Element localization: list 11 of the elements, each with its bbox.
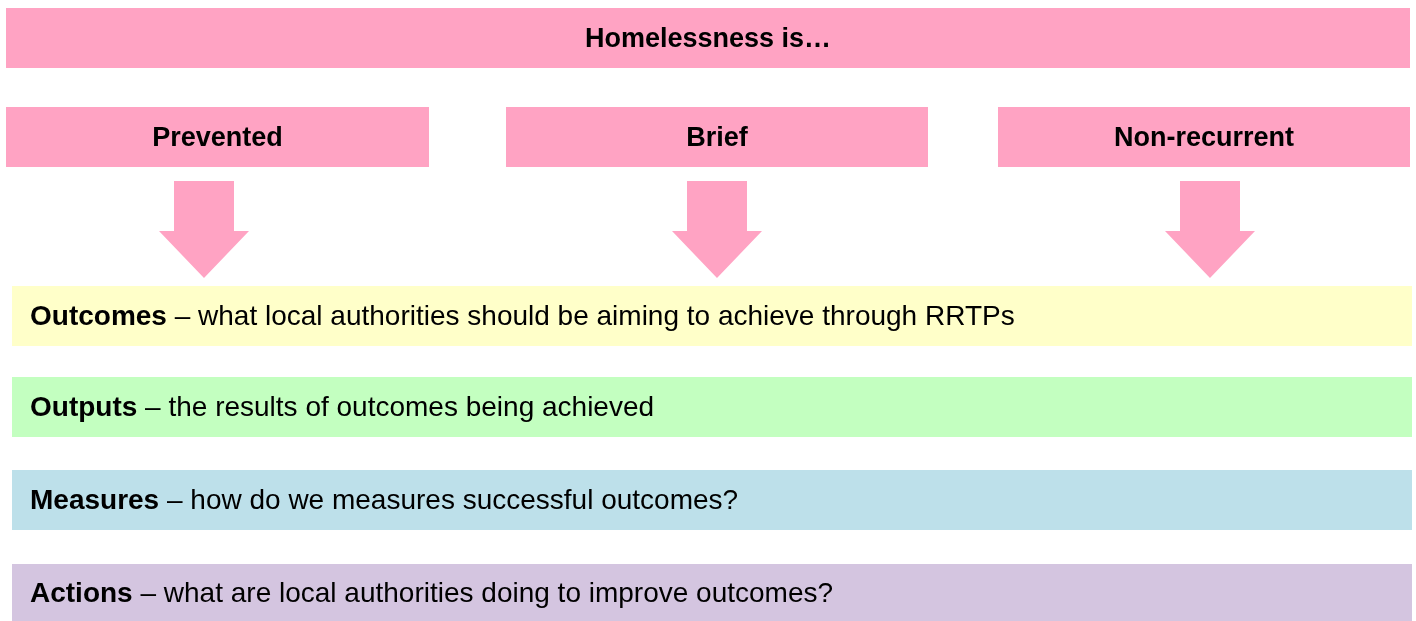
definition-bar: Actions – what are local authorities doing to improve outcomes? xyxy=(12,564,1412,621)
block-arrow xyxy=(672,181,762,278)
block-arrow xyxy=(1165,181,1255,278)
heading-bar: Homelessness is… xyxy=(6,8,1410,68)
definition-bar: Measures – how do we measures successful outcomes? xyxy=(12,470,1412,530)
heading-bar: Prevented xyxy=(6,107,429,167)
heading-bar: Non-recurrent xyxy=(998,107,1410,167)
heading-bar: Brief xyxy=(506,107,928,167)
definition-bar: Outputs – the results of outcomes being achieved xyxy=(12,377,1412,437)
block-arrow xyxy=(159,181,249,278)
definition-bar: Outcomes – what local authorities should be aiming to achieve through RRTPs xyxy=(12,286,1412,346)
